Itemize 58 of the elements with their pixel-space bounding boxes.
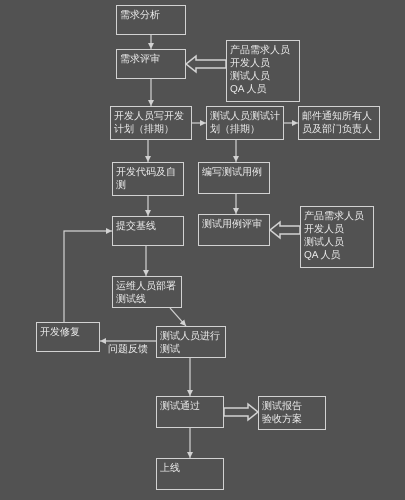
- role-item: 测试人员: [304, 236, 344, 249]
- arrow: [187, 358, 193, 396]
- process-box: [198, 162, 270, 194]
- role-item: 产品需求人员: [304, 210, 364, 223]
- process-box: [36, 322, 100, 352]
- arrow: [233, 194, 239, 214]
- step-label: 运维人员部署测试线: [116, 280, 177, 306]
- process-box: [156, 396, 224, 428]
- block-arrow: [223, 402, 260, 422]
- arrow: [63, 228, 112, 322]
- edge-label: 问题反馈: [107, 344, 149, 356]
- arrow: [187, 428, 193, 458]
- role-item: 开发人员: [230, 57, 270, 70]
- step-label: 开发修复: [40, 326, 80, 339]
- arrow: [284, 120, 298, 126]
- step-label: 提交基线: [116, 220, 156, 233]
- step-label: 需求评审: [120, 53, 160, 66]
- role-item: 产品需求人员: [230, 44, 290, 57]
- document-item: 验收方案: [262, 413, 302, 426]
- role-item: QA 人员: [304, 249, 341, 262]
- participants-box: [300, 206, 374, 268]
- arrow: [148, 35, 154, 49]
- arrow: [145, 140, 151, 162]
- step-label: 上线: [160, 462, 180, 475]
- arrow: [148, 79, 154, 106]
- process-box: [156, 458, 224, 490]
- process-box: [116, 5, 186, 35]
- step-label: 测试通过: [160, 400, 200, 413]
- process-box: [112, 216, 184, 246]
- process-box: [258, 396, 326, 430]
- process-box: [156, 326, 226, 358]
- role-item: 测试人员: [230, 70, 270, 83]
- arrow: [145, 196, 151, 216]
- arrow: [170, 308, 186, 326]
- arrow: [100, 338, 156, 344]
- process-box: [198, 214, 270, 246]
- arrow: [143, 246, 149, 276]
- step-label: 需求分析: [120, 9, 160, 22]
- step-label: 测试人员进行测试: [160, 330, 221, 356]
- step-label: 开发代码及自测: [116, 166, 177, 192]
- participants-box: [226, 40, 300, 102]
- process-box: [112, 162, 184, 196]
- step-label: 测试用例评审: [202, 218, 262, 231]
- process-box: [298, 106, 380, 140]
- process-box: [110, 106, 192, 140]
- step-label: 开发人员写开发计划（排期）: [114, 110, 185, 136]
- block-arrow: [268, 220, 301, 240]
- step-label: 邮件通知所有人员及部门负责人: [302, 110, 373, 136]
- role-item: QA 人员: [230, 83, 267, 96]
- document-item: 测试报告: [262, 400, 302, 413]
- step-label: 编写测试用例: [202, 166, 262, 179]
- process-box: [112, 276, 182, 308]
- arrow: [192, 120, 206, 126]
- arrow: [233, 140, 239, 162]
- step-label: 测试人员测试计划（排期）: [210, 110, 280, 136]
- role-item: 开发人员: [304, 223, 344, 236]
- block-arrow: [184, 54, 227, 74]
- process-box: [116, 49, 186, 79]
